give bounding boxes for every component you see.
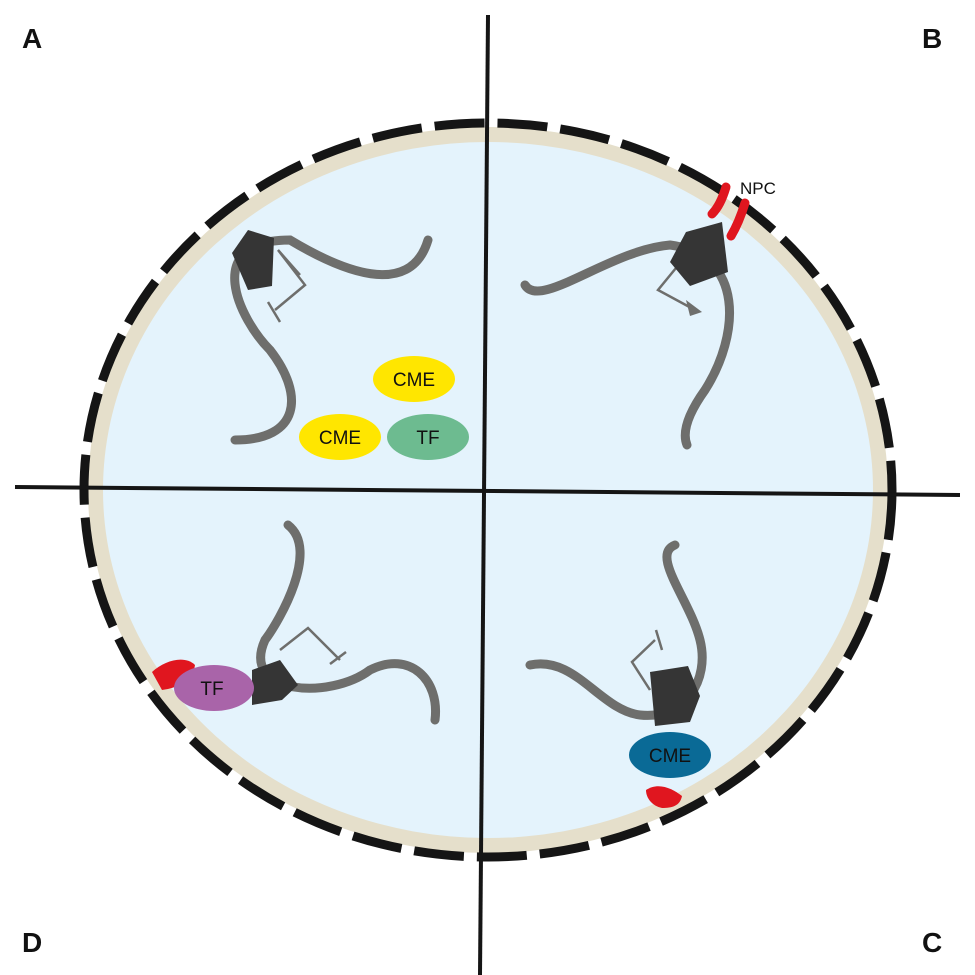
bent-arrow-head-icon [686, 300, 702, 316]
tf-bubble-center [387, 414, 469, 460]
npc-right-icon [726, 198, 750, 241]
chromatin-fiber-a [230, 235, 433, 445]
cme-bubble-periphery [629, 732, 711, 778]
t-bar-icon [329, 651, 347, 665]
gene-c [630, 629, 700, 726]
horizontal-divider [14, 485, 961, 497]
cme-bubble-1-label: CME [393, 370, 435, 391]
anchor-c-icon [646, 786, 682, 808]
promoter-block-arrow-icon [670, 222, 728, 286]
active-mark-icon [656, 267, 696, 312]
gene-b [656, 222, 728, 316]
gene-a [232, 230, 307, 323]
tf-bubble-center-label: TF [416, 428, 439, 449]
cme-bubble-2 [299, 414, 381, 460]
npc-left-icon [707, 182, 731, 219]
panel-label-d: D [22, 927, 42, 958]
repressed-mark-icon [279, 626, 341, 661]
cme-bubble-2-label: CME [319, 428, 361, 449]
quadrant-dividers [14, 14, 961, 975]
gene-d [252, 626, 347, 705]
repressed-mark-icon [274, 249, 307, 311]
panel-label-a: A [22, 23, 42, 54]
npc-label: NPC [740, 179, 776, 198]
tf-bubble-periphery-label: TF [200, 679, 223, 700]
t-bar-icon [266, 301, 282, 323]
npc [707, 182, 750, 241]
anchor-d-icon [152, 659, 195, 690]
promoter-block-arrow-icon [232, 230, 274, 290]
panel-label-b: B [922, 23, 942, 54]
cme-bubble-periphery-label: CME [649, 746, 691, 767]
promoter-block-arrow-icon [252, 660, 298, 705]
vertical-divider [478, 14, 490, 975]
promoter-block-arrow-icon [650, 666, 700, 726]
factor-bubbles: CME CME TF TF CME [174, 356, 711, 778]
tf-bubble-periphery [174, 665, 254, 711]
panel-label-c: C [922, 927, 942, 958]
t-bar-icon [654, 629, 664, 651]
cme-bubble-1 [373, 356, 455, 402]
repressed-mark-icon [630, 639, 656, 691]
nuclear-lamina-dashes [79, 118, 897, 862]
